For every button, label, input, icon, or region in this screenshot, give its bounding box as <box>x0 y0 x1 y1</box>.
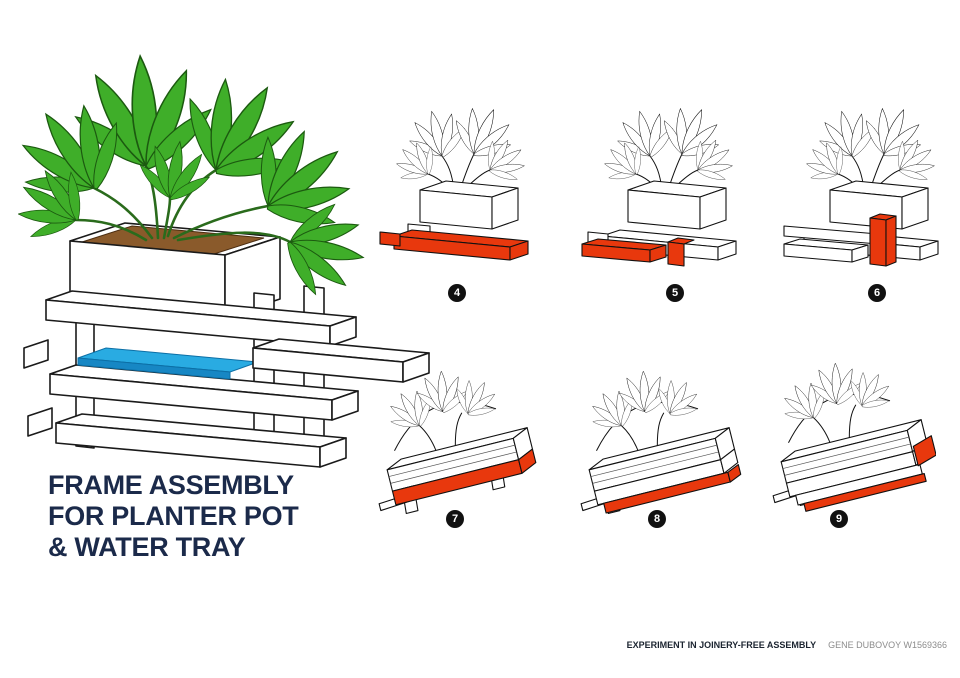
plant-sketch <box>575 358 716 451</box>
existing-frame-pieces <box>783 225 939 263</box>
assembly-step-8: 8 <box>574 358 754 573</box>
step-8-number-badge: 8 <box>648 510 666 528</box>
new-red-pieces <box>869 213 897 267</box>
cross-beam-end-upper <box>23 339 49 369</box>
frame-bottom-rail <box>55 413 347 468</box>
footer-credits: EXPERIMENT IN JOINERY-FREE ASSEMBLY GENE … <box>627 640 947 650</box>
step-number: 5 <box>671 287 679 299</box>
frame-middle-rail <box>49 364 359 421</box>
planter-pot-sketch <box>829 180 929 230</box>
plant-sketch <box>767 350 908 443</box>
step-number: 4 <box>453 287 461 299</box>
step-5-number-badge: 5 <box>666 284 684 302</box>
step-number: 6 <box>873 287 881 299</box>
assembly-step-5: 5 <box>580 98 760 313</box>
title-line-2: FOR PLANTER POT <box>48 501 299 531</box>
plant-sketch <box>796 98 944 193</box>
step-8-illustration <box>575 358 742 515</box>
step-number: 8 <box>653 513 661 525</box>
new-red-pieces <box>391 448 537 506</box>
plant-foliage <box>18 50 374 305</box>
step-7-number-badge: 7 <box>446 510 464 528</box>
plant-sketch <box>386 98 534 193</box>
assembly-step-7: 7 <box>372 358 552 573</box>
plant-sketch <box>373 358 514 451</box>
assembly-step-4: 4 <box>372 98 552 313</box>
new-red-pieces <box>603 464 742 514</box>
tilted-assembly-sketch <box>772 419 931 507</box>
assembly-step-6: 6 <box>782 98 960 313</box>
protruding-beam <box>252 338 430 383</box>
step-7-illustration <box>373 358 537 515</box>
step-9-number-badge: 9 <box>830 510 848 528</box>
step-4-illustration <box>379 98 542 261</box>
assembly-step-9: 9 <box>766 350 946 565</box>
page-title: FRAME ASSEMBLY FOR PLANTER POT & WATER T… <box>48 470 299 563</box>
frame-assembly <box>23 285 430 468</box>
step-6-number-badge: 6 <box>868 284 886 302</box>
plant-sketch <box>594 98 742 193</box>
new-red-pieces <box>581 237 695 267</box>
step-4-number-badge: 4 <box>448 284 466 302</box>
step-9-illustration <box>767 350 937 512</box>
planter-pot-sketch <box>627 180 727 230</box>
step-number: 7 <box>451 513 459 525</box>
step-number: 9 <box>835 513 843 525</box>
cross-beam-end-lower <box>27 407 53 437</box>
frame-top-rail <box>45 290 357 347</box>
title-line-3: & WATER TRAY <box>48 532 246 562</box>
step-6-illustration <box>783 98 952 267</box>
main-planter-illustration <box>18 48 430 468</box>
tilted-assembly-sketch <box>580 427 739 515</box>
planter-pot-sketch <box>419 180 519 230</box>
title-line-1: FRAME ASSEMBLY <box>48 470 294 500</box>
step-5-illustration <box>581 98 750 267</box>
new-red-pieces <box>379 229 529 261</box>
footer-author: GENE DUBOVOY W1569366 <box>828 640 947 650</box>
footer-project-title: EXPERIMENT IN JOINERY-FREE ASSEMBLY <box>626 640 817 650</box>
